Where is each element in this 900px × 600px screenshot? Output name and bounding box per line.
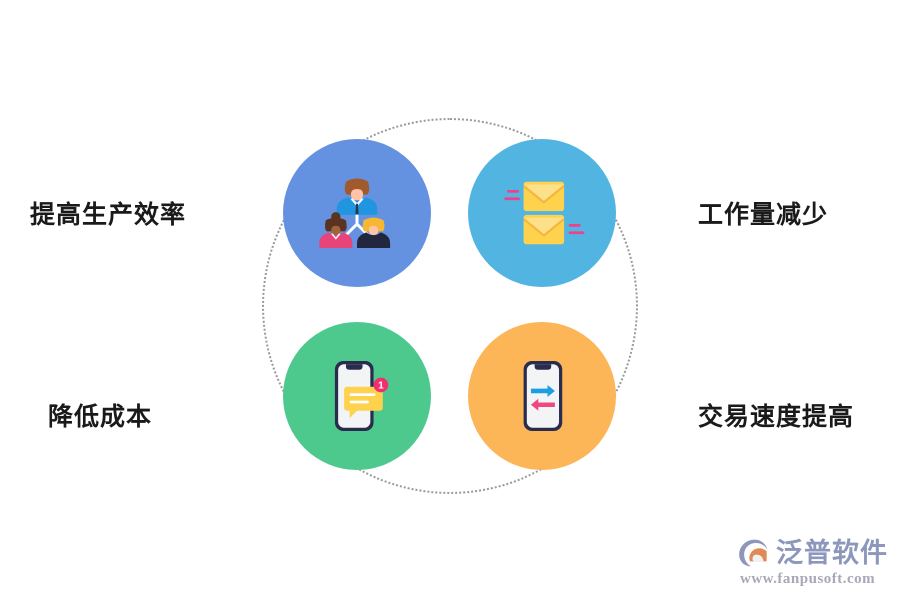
brand-watermark: 泛普软件 www.fanpusoft.com bbox=[738, 538, 888, 588]
phone-chat-notification-icon: 1 bbox=[334, 361, 389, 431]
node-circle-speed[interactable] bbox=[468, 322, 616, 470]
envelopes-sending-icon bbox=[504, 181, 585, 245]
fanpu-swoosh-logo-icon bbox=[739, 539, 768, 567]
team-hierarchy-icon bbox=[319, 178, 391, 248]
label-speed: 交易速度提高 bbox=[698, 403, 855, 431]
brand-watermark-row: 泛普软件 bbox=[738, 538, 888, 568]
node-circle-workload[interactable] bbox=[468, 139, 616, 287]
brand-name: 泛普软件 bbox=[776, 537, 888, 568]
node-circle-cost[interactable]: 1 bbox=[283, 322, 431, 470]
connector-ring bbox=[262, 118, 638, 494]
label-cost: 降低成本 bbox=[48, 403, 153, 431]
notification-badge-count: 1 bbox=[378, 381, 384, 392]
phone-transfer-arrows-icon bbox=[523, 361, 563, 431]
brand-url: www.fanpusoft.com bbox=[740, 571, 876, 587]
label-productivity: 提高生产效率 bbox=[30, 201, 187, 229]
label-workload: 工作量减少 bbox=[698, 201, 829, 229]
node-circle-productivity[interactable] bbox=[283, 139, 431, 287]
